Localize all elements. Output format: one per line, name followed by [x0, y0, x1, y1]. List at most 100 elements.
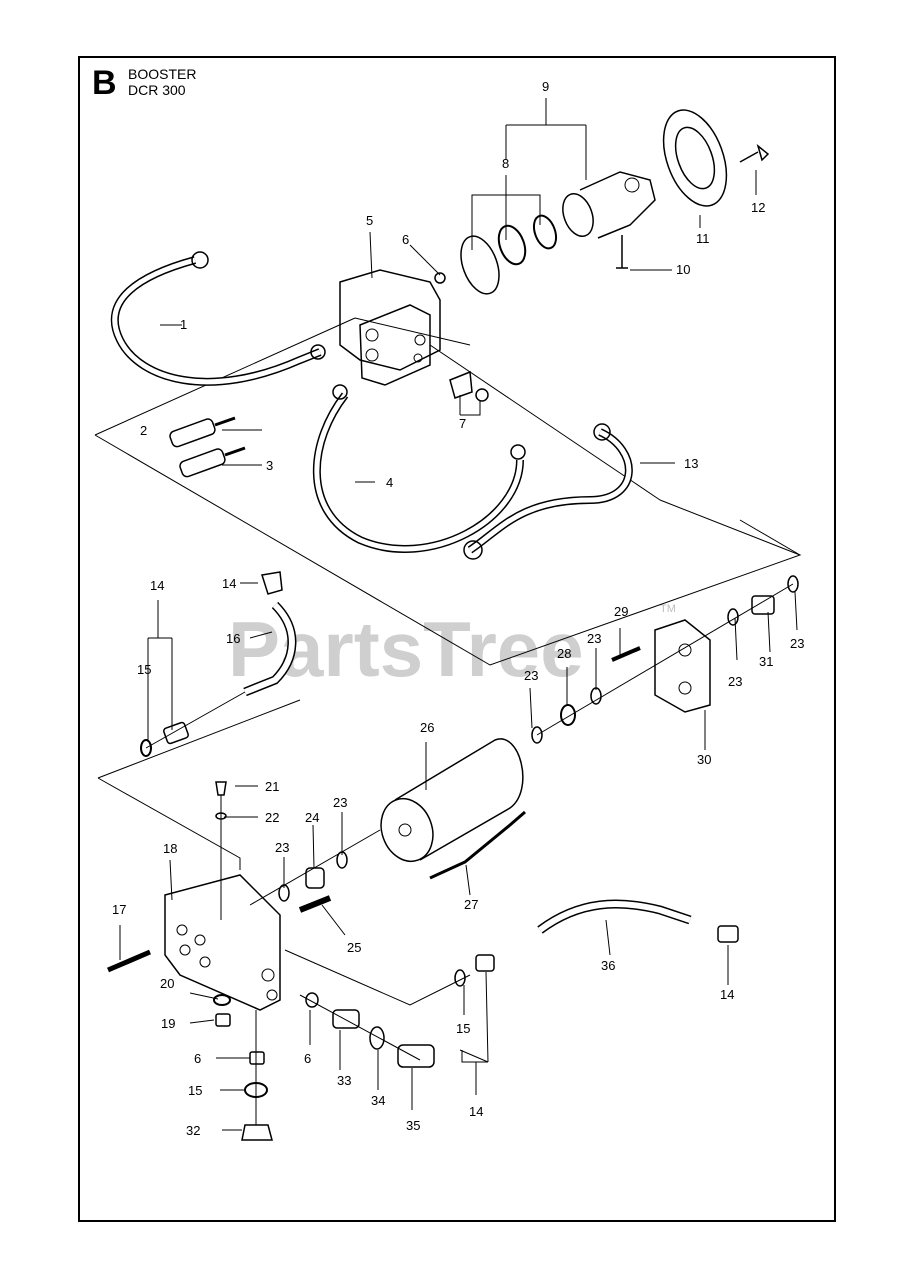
callout-30: 30	[697, 752, 711, 767]
callout-23-b: 23	[587, 631, 601, 646]
callout-8: 8	[502, 156, 509, 171]
watermark-trademark: TM	[660, 603, 676, 615]
coupling-part-2	[169, 416, 236, 448]
callout-23-a: 23	[790, 636, 804, 651]
fitting-part-13a	[593, 423, 611, 441]
callout-labels: 1 2 3 4 5 6 7 8 9 10 11 12 13 14 14 15 1…	[112, 79, 804, 1138]
coupling-part-35	[397, 1044, 435, 1068]
assembly-title: BOOSTER	[128, 66, 197, 82]
callout-11: 11	[696, 231, 710, 246]
upper-plane-outline	[94, 317, 802, 666]
callout-3: 3	[266, 458, 273, 473]
fitting-part-14-left	[163, 721, 189, 745]
callout-20: 20	[160, 976, 174, 991]
seal-part-8b	[497, 224, 527, 266]
coupling-part-3	[179, 446, 246, 478]
fitting-part-1b	[310, 344, 326, 360]
callout-27: 27	[464, 897, 478, 912]
lower-plane-outline	[97, 519, 801, 1006]
callout-19: 19	[161, 1016, 175, 1031]
callout-22: 22	[265, 810, 279, 825]
callout-16: 16	[226, 631, 240, 646]
callout-6-lower-left: 6	[194, 1051, 201, 1066]
fitting-part-6-lower-a	[249, 1051, 265, 1065]
callout-23-e: 23	[333, 795, 347, 810]
callout-13: 13	[684, 456, 698, 471]
callout-31: 31	[759, 654, 773, 669]
callout-23-d: 23	[728, 674, 742, 689]
fitting-part-14-top	[261, 571, 283, 595]
manifold-part-18	[164, 874, 281, 1011]
callout-14-bottom: 14	[469, 1104, 483, 1119]
fitting-part-6-top	[434, 272, 446, 284]
screw-part-12	[739, 143, 770, 163]
seal-part-8c	[532, 214, 558, 250]
callout-2: 2	[140, 423, 147, 438]
fitting-part-14-right	[717, 925, 739, 943]
fitting-part-33	[332, 1009, 360, 1029]
callout-4: 4	[386, 475, 393, 490]
leader-lines	[119, 98, 798, 1131]
flange-part-11	[662, 109, 728, 207]
callout-34: 34	[371, 1093, 385, 1108]
grease-nipple-part-10	[616, 235, 628, 269]
callout-29: 29	[614, 604, 628, 619]
callout-15-lower: 15	[188, 1083, 202, 1098]
callout-15-bottom: 15	[456, 1021, 470, 1036]
callout-9: 9	[542, 79, 549, 94]
fitting-part-1a	[191, 251, 209, 269]
callout-15-left: 15	[137, 662, 151, 677]
model-number: DCR 300	[128, 82, 186, 98]
tube-part-27	[429, 810, 526, 880]
callout-33: 33	[337, 1073, 351, 1088]
callout-32: 32	[186, 1123, 200, 1138]
plug-part-19	[215, 1013, 231, 1027]
callout-1: 1	[180, 317, 187, 332]
seal-part-20	[213, 994, 231, 1006]
swivel-part-9	[562, 171, 656, 239]
callout-36: 36	[601, 958, 615, 973]
seal-part-23a	[787, 575, 799, 593]
plug-part-32	[241, 1124, 273, 1141]
callout-14-left: 14	[150, 578, 164, 593]
callout-14-top: 14	[222, 576, 236, 591]
fitting-part-4a	[332, 384, 348, 400]
seal-part-23c	[590, 687, 602, 705]
seal-part-15-left	[140, 739, 152, 757]
seal-part-15-bottom	[454, 969, 466, 987]
adapter-part-7	[449, 370, 473, 399]
bolt-part-17	[107, 949, 151, 973]
fitting-part-6-lower-b	[305, 992, 319, 1008]
callout-28: 28	[557, 646, 571, 661]
callout-7: 7	[459, 416, 466, 431]
callout-10: 10	[676, 262, 690, 277]
seal-part-23d	[531, 726, 543, 744]
callout-12: 12	[751, 200, 765, 215]
callout-23-f: 23	[275, 840, 289, 855]
fitting-part-14-bottom	[475, 954, 495, 972]
seal-part-34	[369, 1026, 385, 1050]
fitting-part-4b	[510, 444, 526, 460]
callout-5: 5	[366, 213, 373, 228]
callout-6: 6	[402, 232, 409, 247]
fitting-part-25	[298, 895, 332, 913]
callout-18: 18	[163, 841, 177, 856]
diagram-frame	[78, 56, 836, 1222]
fitting-part-13b	[463, 540, 483, 560]
callout-21: 21	[265, 779, 279, 794]
callout-24: 24	[305, 810, 319, 825]
hose-part-4	[312, 392, 524, 553]
callout-35: 35	[406, 1118, 420, 1133]
fitting-part-31	[751, 595, 775, 615]
bolt-part-29	[611, 646, 641, 662]
seal-part-28	[560, 704, 576, 726]
valve-block-part-5	[339, 269, 441, 386]
callout-6-lower-right: 6	[304, 1051, 311, 1066]
callout-17: 17	[112, 902, 126, 917]
cylinder-part-26	[380, 738, 524, 863]
plate-part-30	[654, 619, 711, 713]
seal-part-8a	[460, 235, 500, 295]
callout-26: 26	[420, 720, 434, 735]
plug-part-21	[215, 781, 227, 796]
